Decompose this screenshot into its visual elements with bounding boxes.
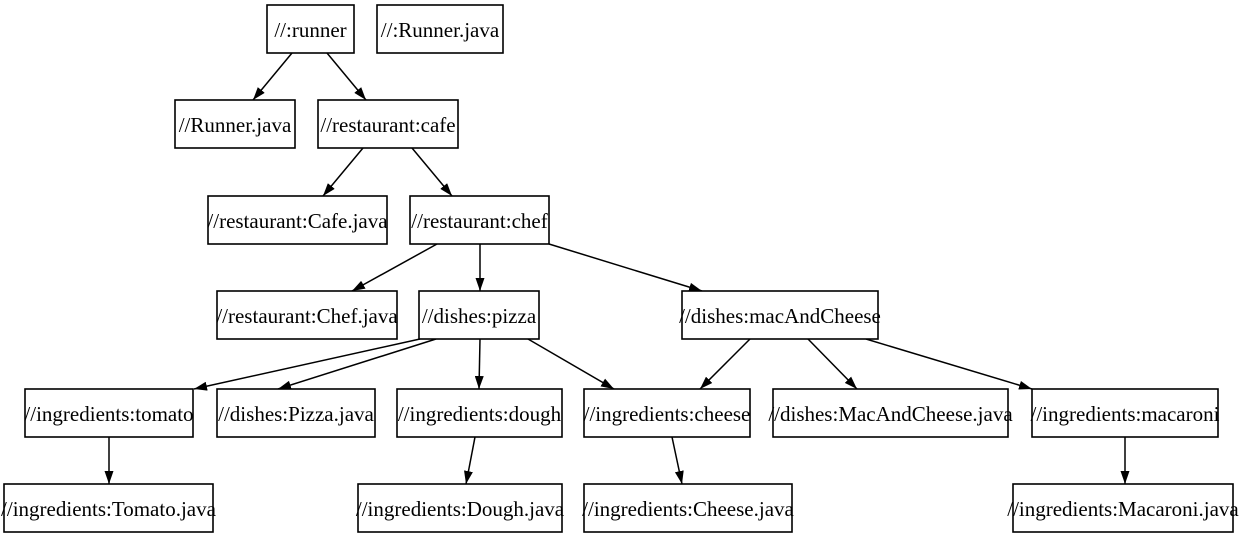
edge-mac-and-cheese-to-macaroni <box>865 338 1033 390</box>
node-label-mac-and-cheese: //dishes:macAndCheese <box>679 304 881 328</box>
edge-cheese-to-cheese-java <box>671 436 684 485</box>
node-cheese-java: //ingredients:Cheese.java <box>582 483 795 533</box>
node-box-cheese-java <box>583 483 793 533</box>
node-box-cheese <box>583 388 751 438</box>
edge-cafe-to-cafe-java <box>322 147 364 197</box>
edge-cafe-to-chef <box>411 147 453 197</box>
node-tomato-java: //ingredients:Tomato.java <box>1 483 217 533</box>
node-macaroni: //ingredients:macaroni <box>1031 388 1220 438</box>
node-box-cafe-java <box>207 195 388 245</box>
node-box-tomato <box>24 388 194 438</box>
node-chef-java: //restaurant:Chef.java <box>216 290 398 340</box>
node-label-runner: //:runner <box>274 18 346 42</box>
node-box-pizza <box>418 290 540 340</box>
node-label-macaroni-java: //ingredients:Macaroni.java <box>1007 497 1239 521</box>
node-dough: //ingredients:dough <box>396 388 563 438</box>
node-box-macaroni <box>1031 388 1219 438</box>
node-label-macaroni: //ingredients:macaroni <box>1031 402 1220 426</box>
node-label-mac-and-cheese-java: //dishes:MacAndCheese.java <box>768 402 1013 426</box>
node-box-mac-and-cheese <box>681 290 879 340</box>
node-box-runner-java-top <box>376 4 504 54</box>
node-box-runner <box>266 4 355 54</box>
node-box-macaroni-java <box>1012 483 1234 533</box>
edge-mac-and-cheese-to-mac-and-cheese-java <box>807 338 858 390</box>
node-chef: //restaurant:chef <box>409 195 550 245</box>
node-layer: //:runner //:Runner.java //Runner.java //re… <box>1 4 1239 533</box>
node-box-runner-java <box>174 99 296 149</box>
node-box-pizza-java <box>216 388 376 438</box>
node-label-cafe: //restaurant:cafe <box>320 113 455 137</box>
node-mac-and-cheese: //dishes:macAndCheese <box>679 290 881 340</box>
node-runner-java: //Runner.java <box>174 99 296 149</box>
node-label-runner-java: //Runner.java <box>179 113 292 137</box>
edge-pizza-to-pizza-java <box>277 338 437 390</box>
edge-pizza-to-dough <box>474 338 484 390</box>
node-label-runner-java-top: //:Runner.java <box>381 18 500 42</box>
node-label-dough: //ingredients:dough <box>398 402 562 426</box>
node-box-mac-and-cheese-java <box>772 388 1009 438</box>
node-pizza-java: //dishes:Pizza.java <box>216 388 376 438</box>
node-macaroni-java: //ingredients:Macaroni.java <box>1007 483 1239 533</box>
node-label-tomato: //ingredients:tomato <box>24 402 193 426</box>
node-label-cheese: //ingredients:cheese <box>584 402 751 426</box>
node-box-cafe <box>317 99 459 149</box>
node-box-chef <box>409 195 550 245</box>
node-label-chef: //restaurant:chef <box>411 209 547 233</box>
edge-mac-and-cheese-to-cheese <box>699 338 751 390</box>
edge-layer <box>104 52 1130 485</box>
edge-pizza-to-cheese <box>527 338 615 390</box>
node-label-chef-java: //restaurant:Chef.java <box>216 304 398 328</box>
node-pizza: //dishes:pizza <box>418 290 540 340</box>
edge-chef-to-chef-java <box>351 243 438 292</box>
node-box-tomato-java <box>3 483 214 533</box>
node-mac-and-cheese-java: //dishes:MacAndCheese.java <box>768 388 1013 438</box>
node-label-dough-java: //ingredients:Dough.java <box>356 497 565 521</box>
node-box-chef-java <box>216 290 398 340</box>
node-label-tomato-java: //ingredients:Tomato.java <box>1 497 217 521</box>
node-cheese: //ingredients:cheese <box>583 388 751 438</box>
edge-dough-to-dough-java <box>464 436 476 485</box>
node-runner: //:runner <box>266 4 355 54</box>
node-label-pizza-java: //dishes:Pizza.java <box>218 402 374 426</box>
node-dough-java: //ingredients:Dough.java <box>356 483 565 533</box>
node-label-cafe-java: //restaurant:Cafe.java <box>207 209 388 233</box>
node-box-dough <box>396 388 563 438</box>
node-cafe: //restaurant:cafe <box>317 99 459 149</box>
node-label-cheese-java: //ingredients:Cheese.java <box>582 497 794 521</box>
node-runner-java-top: //:Runner.java <box>376 4 504 54</box>
edge-runner-to-cafe <box>326 52 367 101</box>
edge-runner-to-runner-java <box>252 52 293 101</box>
node-cafe-java: //restaurant:Cafe.java <box>207 195 388 245</box>
edge-chef-to-mac-and-cheese <box>548 243 703 292</box>
node-tomato: //ingredients:tomato <box>24 388 194 438</box>
node-box-dough-java <box>357 483 563 533</box>
node-label-pizza: //dishes:pizza <box>422 304 537 328</box>
edge-pizza-to-tomato <box>193 338 421 391</box>
